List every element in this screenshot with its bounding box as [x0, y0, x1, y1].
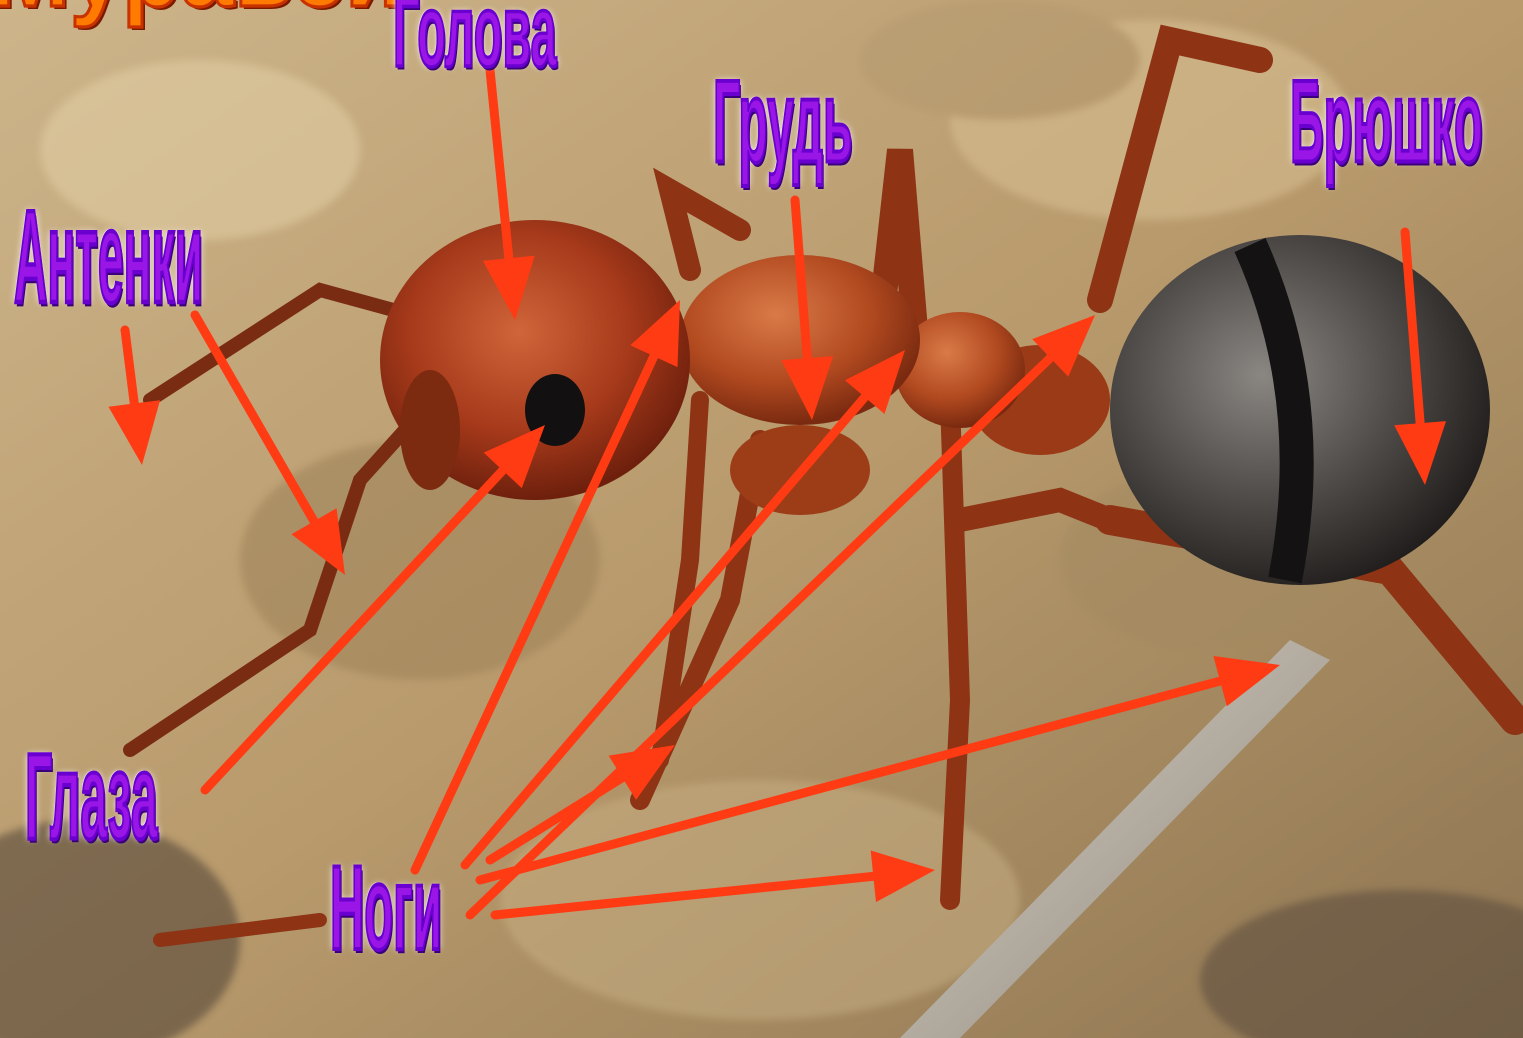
label-thorax: Грудь	[713, 64, 853, 181]
label-eyes: Глаза	[25, 736, 158, 859]
label-legs: Ноги	[330, 849, 442, 969]
ant-mandible	[400, 370, 460, 490]
page-title: Муравей	[0, 0, 404, 23]
label-head: Голова	[393, 0, 557, 83]
label-antennae: Антенки	[14, 192, 203, 324]
label-abdomen: Брюшко	[1290, 64, 1483, 181]
